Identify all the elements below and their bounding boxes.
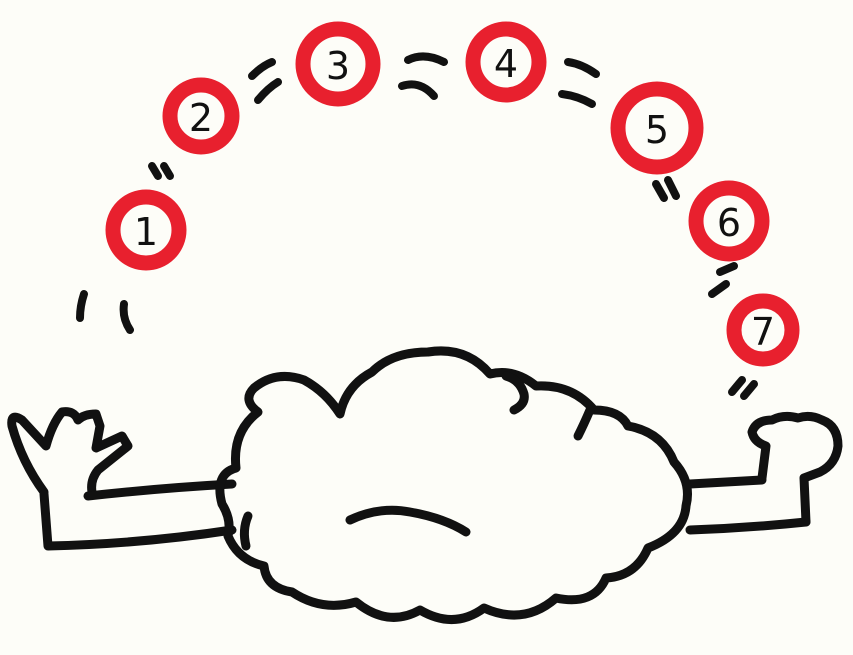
right-arm-upper-edge — [685, 475, 767, 489]
motion-dash — [564, 58, 600, 78]
ball-5: 5 — [610, 81, 704, 175]
cloud-bump-line — [501, 371, 529, 415]
ball-ring — [726, 293, 800, 367]
cloud-bump-line — [573, 405, 595, 441]
motion-dash — [708, 280, 730, 298]
cloud-outline — [215, 346, 692, 624]
ball-number: 3 — [326, 44, 350, 88]
cloud-mouth — [345, 505, 471, 537]
motion-dash — [740, 380, 758, 400]
ball-3: 3 — [295, 21, 381, 107]
right-arm-lower-edge — [685, 517, 811, 535]
motion-dash — [254, 78, 282, 104]
right-hand — [747, 411, 843, 527]
ball-2: 2 — [162, 77, 240, 155]
cloud-face — [345, 505, 471, 537]
ball-ring — [610, 81, 704, 175]
motion-dash — [398, 80, 438, 100]
motion-dashes — [76, 52, 758, 400]
motion-dash — [119, 300, 134, 334]
juggled-balls: 1 2 3 4 5 6 7 — [105, 21, 800, 367]
ball-ring — [105, 189, 187, 271]
ball-number: 5 — [645, 108, 669, 152]
ball-ring — [295, 21, 381, 107]
cloud-bump-line — [239, 511, 253, 551]
ball-4: 4 — [465, 21, 547, 103]
motion-dash — [652, 180, 668, 202]
right-arm — [685, 411, 843, 535]
left-arm-upper-edge — [83, 479, 237, 501]
ball-ring — [465, 21, 547, 103]
left-hand — [7, 407, 133, 497]
ball-ring — [688, 180, 770, 262]
ball-7: 7 — [726, 293, 800, 367]
motion-dash — [664, 176, 680, 200]
motion-dash — [716, 262, 738, 276]
ball-number: 7 — [751, 310, 775, 354]
motion-dash — [558, 90, 596, 108]
motion-dash — [248, 58, 276, 80]
ball-number: 2 — [189, 96, 213, 140]
motion-dash — [404, 52, 448, 66]
left-arm — [7, 407, 237, 551]
cloud-body — [215, 346, 692, 624]
motion-dash — [160, 162, 174, 180]
motion-dash — [148, 162, 162, 180]
ball-ring — [162, 77, 240, 155]
motion-dash — [76, 290, 88, 322]
ball-number: 4 — [494, 42, 518, 86]
ball-number: 1 — [134, 210, 158, 254]
ball-6: 6 — [688, 180, 770, 262]
left-arm-lower-edge — [39, 489, 237, 551]
ball-number: 6 — [717, 201, 741, 245]
motion-dash — [728, 376, 746, 396]
ball-1: 1 — [105, 189, 187, 271]
